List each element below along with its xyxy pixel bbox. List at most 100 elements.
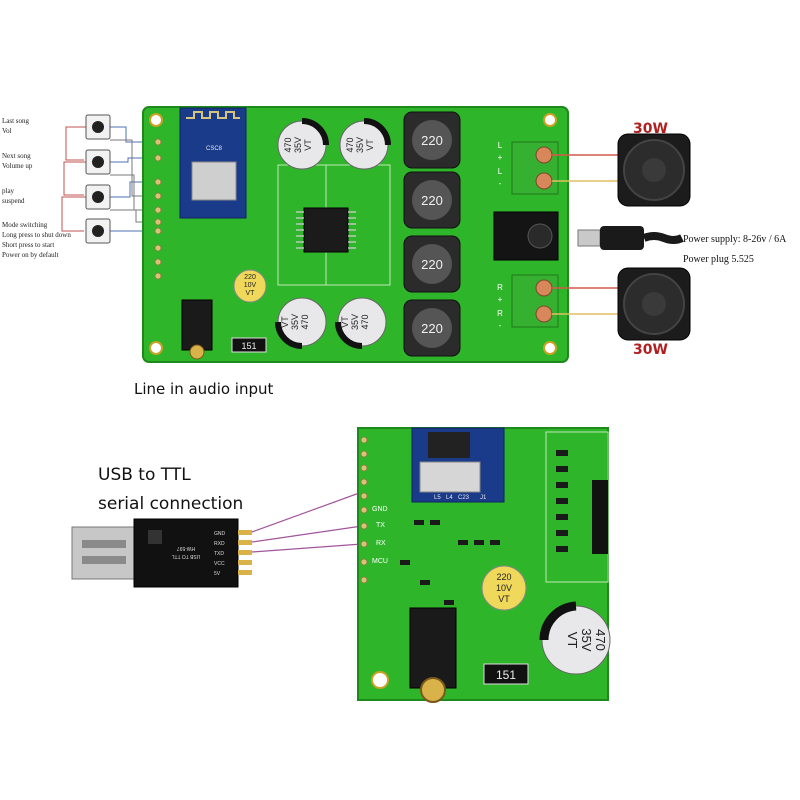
module-text: USB TO TTL: [171, 553, 200, 559]
cap-voltage: 35V: [293, 137, 303, 153]
tactile-button-last-song: [85, 114, 111, 140]
inductor-4: 220: [403, 299, 461, 357]
terminal-label: L: [498, 141, 503, 150]
bluetooth-module: CSC8: [179, 107, 247, 219]
label-line: Short press to start: [2, 241, 55, 249]
cap-brand: VT: [246, 290, 256, 297]
button-label-mode: Mode switching Long press to shut down S…: [2, 220, 71, 260]
cap-brand: VT: [565, 632, 580, 649]
label-line: Last song: [2, 117, 30, 125]
label-line: suspend: [2, 197, 25, 205]
module-pin: 5V: [214, 571, 221, 577]
capacitor-top-left: 470 35V VT: [277, 118, 329, 170]
usb-ttl-module: USB TO TTL HW-597 GND RXD TXD VCC 5V: [71, 518, 252, 588]
speaker-bottom-label: 30W: [633, 342, 668, 358]
label-line: Vol: [2, 127, 12, 135]
speaker-top-label: 30W: [633, 121, 668, 137]
bt-label: L5: [434, 495, 441, 501]
cap-value: 470: [300, 314, 310, 329]
inductor-label: 220: [421, 257, 443, 272]
resistor-code: 151: [496, 668, 516, 682]
module-pin: RXD: [214, 541, 225, 547]
cap-brand: VT: [280, 316, 290, 328]
cap-value: 470: [283, 137, 293, 152]
module-pin: TXD: [214, 551, 224, 557]
terminal-label: R: [497, 309, 503, 318]
terminal-top-labels: L + L -: [498, 141, 503, 188]
cap-brand: VT: [303, 139, 313, 151]
module-text: HW-597: [177, 545, 195, 551]
cap-value: 470: [345, 137, 355, 152]
power-supply-label: Power supply: 8-26v / 6A: [683, 234, 787, 245]
cap-value: 470: [360, 314, 370, 329]
inductor-1: 220: [403, 111, 461, 169]
cap-brand: VT: [365, 139, 375, 151]
bt-label: C23: [458, 495, 470, 501]
board-diagram-top: CSC8 470 35V VT 470 35V VT VT 35V 470 VT…: [61, 106, 691, 363]
capacitor-small: 220 10V VT: [233, 269, 267, 303]
cap-voltage: 35V: [579, 628, 594, 651]
pin-label-gnd: GND: [372, 506, 388, 513]
usb-ttl-subtitle: serial connection: [98, 494, 244, 514]
label-line: Next song: [2, 152, 31, 160]
inductor-3: 220: [403, 235, 461, 293]
pin-label-mcu: MCU: [372, 558, 388, 565]
cap-voltage: 35V: [355, 137, 365, 153]
dc-power-jack: [493, 211, 559, 261]
terminal-label: +: [498, 153, 503, 162]
inductor-label: 220: [421, 193, 443, 208]
cap-value: 220: [244, 274, 256, 281]
button-label-play: play suspend: [2, 186, 25, 206]
module-pin: GND: [214, 531, 226, 537]
terminal-label: R: [497, 283, 503, 292]
terminal-label: L: [498, 167, 503, 176]
label-line: Power on by default: [2, 251, 59, 259]
cap-voltage: 10V: [496, 583, 512, 593]
speaker-bottom: [617, 267, 691, 341]
pin-label-rx: RX: [376, 540, 386, 547]
cap-voltage: 35V: [350, 314, 360, 330]
usb-ttl-title: USB to TTL: [98, 465, 191, 485]
terminal-bottom-labels: R + R -: [497, 283, 503, 330]
cap-voltage: 35V: [290, 314, 300, 330]
capacitor-top-right: 470 35V VT: [339, 118, 391, 170]
button-label-next-song: Next song Volume up: [2, 151, 32, 171]
pin-label-tx: TX: [376, 522, 385, 529]
cap-brand: VT: [340, 316, 350, 328]
line-in-label: Line in audio input: [134, 380, 274, 398]
cap-value: 220: [496, 572, 511, 582]
label-line: Volume up: [2, 162, 33, 170]
terminal-label: -: [499, 179, 502, 188]
speaker-wires: [552, 154, 620, 315]
power-plug: [577, 226, 684, 250]
ttl-wires: [251, 491, 363, 553]
audio-jack: [181, 299, 213, 360]
inductor-label: 220: [421, 133, 443, 148]
pcb-zoom: GND TX RX MCU L5 L4 C23 J1: [357, 427, 611, 703]
tactile-button-play: [85, 184, 111, 210]
inductor-label: 220: [421, 321, 443, 336]
speaker-top: [617, 133, 691, 207]
tactile-button-mode: [85, 218, 111, 244]
screw-terminal-bottom: [511, 274, 559, 328]
cap-brand: VT: [498, 594, 510, 604]
bt-label: L4: [446, 495, 453, 501]
button-label-last-song: Last song Vol: [2, 116, 29, 136]
screw-terminal-top: [511, 141, 559, 195]
resistor-code: 151: [241, 341, 256, 351]
bt-label: J1: [480, 495, 487, 501]
label-line: Mode switching: [2, 221, 48, 229]
module-pin-labels: GND RXD TXD VCC 5V: [214, 531, 226, 577]
capacitor-bottom-left: VT 35V 470: [275, 297, 327, 349]
label-line: play: [2, 187, 15, 195]
power-plug-label: Power plug 5.525: [683, 254, 754, 265]
cap-voltage: 10V: [244, 282, 257, 289]
label-line: Long press to shut down: [2, 231, 71, 239]
tactile-buttons: [85, 114, 111, 244]
cap-value: 470: [593, 629, 608, 651]
inductor-2: 220: [403, 171, 461, 229]
board-diagram-bottom: USB TO TTL HW-597 GND RXD TXD VCC 5V: [71, 427, 611, 703]
terminal-label: -: [499, 321, 502, 330]
capacitor-bottom-right: VT 35V 470: [335, 297, 387, 349]
resistor: 151: [231, 337, 267, 353]
